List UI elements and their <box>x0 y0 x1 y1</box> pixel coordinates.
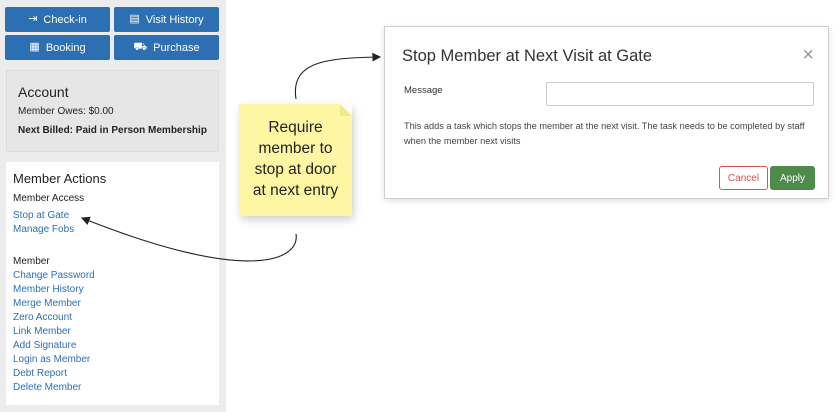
account-panel: Account Member Owes: $0.00 Next Billed: … <box>6 70 219 152</box>
sticky-line: Require <box>268 119 323 136</box>
left-sidebar: ⇥ Check-in ▤ Visit History ▦ Booking ⛟ P… <box>0 0 226 412</box>
stop-member-dialog: Stop Member at Next Visit at Gate × Mess… <box>384 26 829 199</box>
cancel-button[interactable]: Cancel <box>719 166 768 190</box>
link-member-link[interactable]: Link Member <box>13 326 71 337</box>
zero-account-link[interactable]: Zero Account <box>13 312 72 323</box>
sticky-line: at next entry <box>252 182 339 199</box>
history-icon: ▤ <box>129 13 140 25</box>
sticky-line: stop at door <box>254 161 337 178</box>
visit-history-button[interactable]: ▤ Visit History <box>114 7 219 32</box>
login-as-member-link[interactable]: Login as Member <box>13 354 91 365</box>
next-billed: Next Billed: Paid in Person Membership <box>18 125 207 136</box>
visit-history-label: Visit History <box>145 13 204 26</box>
member-actions-title: Member Actions <box>13 171 107 186</box>
message-input[interactable] <box>546 82 814 106</box>
add-signature-link[interactable]: Add Signature <box>13 340 77 351</box>
help-text: This adds a task which stops the member … <box>404 121 805 146</box>
manage-fobs-link[interactable]: Manage Fobs <box>13 224 75 235</box>
message-label: Message <box>404 85 443 96</box>
member-history-link[interactable]: Member History <box>13 284 84 295</box>
close-icon[interactable]: × <box>802 44 814 66</box>
calendar-icon: ▦ <box>29 41 40 53</box>
apply-button[interactable]: Apply <box>770 166 815 190</box>
sticky-note-text: Require member to stop at door at next e… <box>239 117 352 201</box>
check-in-button[interactable]: ⇥ Check-in <box>5 7 110 32</box>
booking-label: Booking <box>45 41 86 54</box>
booking-button[interactable]: ▦ Booking <box>5 35 110 60</box>
arrow-to-modal <box>294 52 382 100</box>
change-password-link[interactable]: Change Password <box>13 270 95 281</box>
sticky-line: member to <box>258 140 333 157</box>
purchase-label: Purchase <box>153 41 200 54</box>
sticky-fold <box>340 104 352 116</box>
debt-report-link[interactable]: Debt Report <box>13 368 67 379</box>
stop-at-gate-link[interactable]: Stop at Gate <box>13 210 70 221</box>
cart-icon: ⛟ <box>133 41 148 53</box>
member-owes: Member Owes: $0.00 <box>18 106 114 117</box>
account-title: Account <box>18 84 69 100</box>
check-in-label: Check-in <box>43 13 87 26</box>
purchase-button[interactable]: ⛟ Purchase <box>114 35 219 60</box>
dialog-title: Stop Member at Next Visit at Gate <box>402 47 653 65</box>
delete-member-link[interactable]: Delete Member <box>13 382 82 393</box>
merge-member-link[interactable]: Merge Member <box>13 298 81 309</box>
member-heading: Member <box>13 256 50 267</box>
member-access-heading: Member Access <box>13 193 85 204</box>
sign-in-icon: ⇥ <box>28 13 38 25</box>
member-actions-panel: Member Actions Member Access Stop at Gat… <box>6 162 219 405</box>
sticky-note: Require member to stop at door at next e… <box>239 104 352 216</box>
